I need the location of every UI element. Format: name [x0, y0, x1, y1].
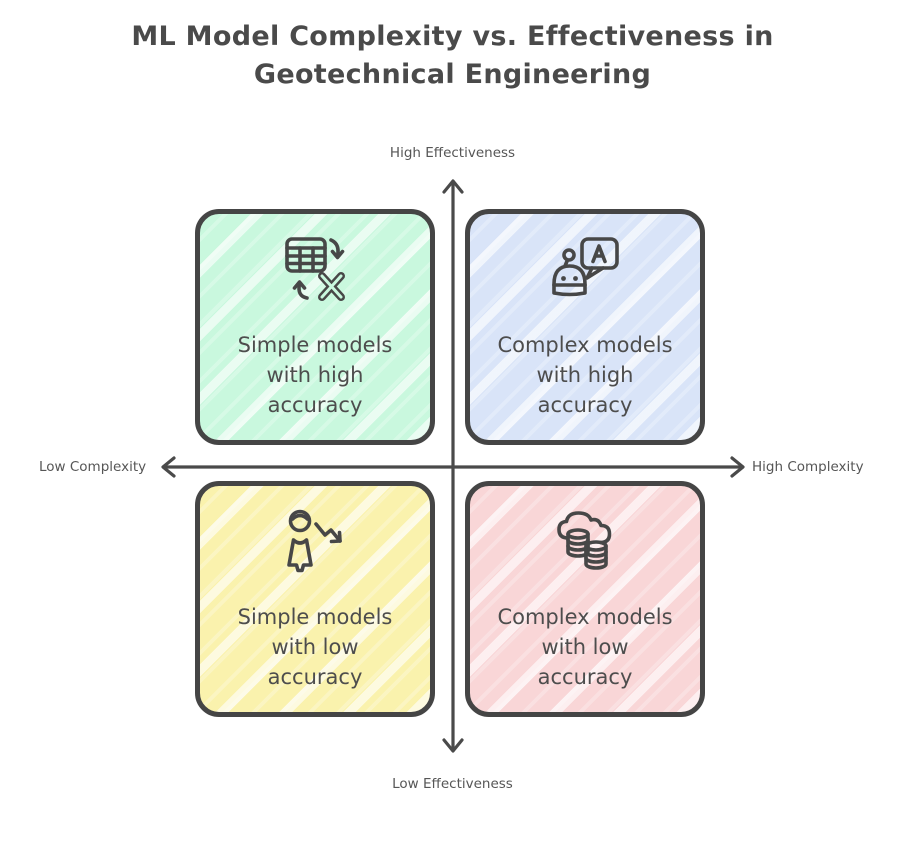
quadrant-complex-high: Complex models with high accuracy [465, 209, 705, 445]
axis-label-high-complexity: High Complexity [752, 459, 864, 475]
person-decline-icon [277, 502, 353, 580]
quadrant-label-line: accuracy [267, 665, 363, 689]
axis-label-low-effectiveness: Low Effectiveness [392, 776, 513, 792]
quadrant-label-line: with low [271, 635, 359, 659]
axis-label-low-complexity: Low Complexity [39, 459, 147, 475]
quadrant-label-line: accuracy [267, 393, 363, 417]
right-arrowhead-icon [730, 456, 745, 478]
title-line-2: Geotechnical Engineering [253, 59, 652, 90]
left-arrowhead-icon [161, 456, 176, 478]
quadrant-label-line: accuracy [537, 393, 633, 417]
page-title: ML Model Complexity vs. Effectiveness in… [0, 18, 905, 94]
quadrant-label-line: Complex models [497, 605, 673, 629]
quadrant-label-line: with low [541, 635, 629, 659]
quadrant-label-line: Complex models [497, 333, 673, 357]
down-arrowhead-icon [442, 738, 464, 753]
quadrant-label: Simple models with low accuracy [238, 602, 393, 692]
quadrant-complex-low: Complex models with low accuracy [465, 481, 705, 717]
quadrant-label-line: accuracy [537, 665, 633, 689]
ai-chat-icon [547, 230, 623, 308]
quadrant-label-line: with high [536, 363, 634, 387]
quadrant-simple-low: Simple models with low accuracy [195, 481, 435, 717]
quadrant-label-line: with high [266, 363, 364, 387]
quadrant-label: Complex models with high accuracy [497, 330, 672, 420]
title-line-1: ML Model Complexity vs. Effectiveness in [131, 21, 774, 52]
axis-label-high-effectiveness: High Effectiveness [389, 145, 516, 161]
quadrant-label-line: Simple models [237, 333, 393, 357]
table-transform-icon [277, 230, 353, 308]
quadrant-label: Complex models with low accuracy [497, 602, 672, 692]
up-arrowhead-icon [442, 179, 464, 194]
quadrant-label-line: Simple models [237, 605, 393, 629]
quadrant-simple-high: Simple models with high accuracy [195, 209, 435, 445]
quadrant-label: Simple models with high accuracy [238, 330, 393, 420]
cloud-database-icon [547, 502, 623, 580]
